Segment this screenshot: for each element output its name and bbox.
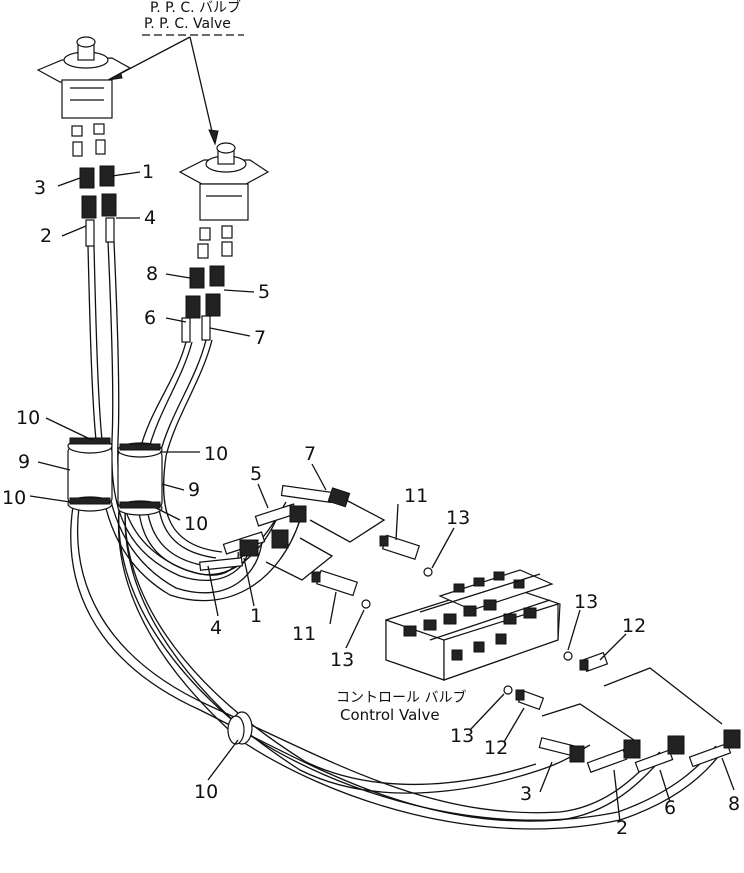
callout-3-low: 3 xyxy=(520,783,532,805)
bracket-12-right xyxy=(603,667,723,725)
callout-10-e: 10 xyxy=(194,781,218,803)
bracket-12-lower xyxy=(541,703,635,741)
callout-8-mid: 8 xyxy=(146,263,158,285)
callout-13-c: 13 xyxy=(574,591,598,613)
callout-4-top: 4 xyxy=(144,207,156,229)
callout-13-d: 13 xyxy=(450,725,474,747)
callout-numbers: 1 3 2 4 8 5 6 7 10 9 10 10 9 10 7 5 11 1… xyxy=(2,161,740,839)
ppc-leader-right xyxy=(189,36,215,141)
upper-hose-ends xyxy=(199,484,351,571)
callout-11-b: 11 xyxy=(292,623,316,645)
adapter-11-upper xyxy=(379,534,421,560)
callout-1-low: 1 xyxy=(250,605,262,627)
callout-4-low: 4 xyxy=(210,617,222,639)
callout-1-top: 1 xyxy=(142,161,154,183)
callout-6-mid: 6 xyxy=(144,307,156,329)
control-valve-block xyxy=(385,569,561,681)
callout-3-top: 3 xyxy=(34,177,46,199)
callout-12-b: 12 xyxy=(484,737,508,759)
callout-11-a: 11 xyxy=(404,485,428,507)
callout-7-mid: 7 xyxy=(254,327,266,349)
callout-13-b: 13 xyxy=(330,649,354,671)
callout-5-mid: 5 xyxy=(258,281,270,303)
o-ring-13-d xyxy=(503,685,513,695)
hose-bundle xyxy=(70,241,727,830)
callout-2-low: 2 xyxy=(616,817,628,839)
lower-hose-ends xyxy=(538,729,741,773)
callout-12-a: 12 xyxy=(622,615,646,637)
callout-leaders xyxy=(29,171,735,823)
callout-2-left: 2 xyxy=(40,225,52,247)
callout-9-left: 9 xyxy=(18,451,30,473)
hose-clamp-bottom xyxy=(227,711,253,745)
callout-6-low: 6 xyxy=(664,797,676,819)
ppc-right-fittings xyxy=(181,225,233,343)
callout-13-a: 13 xyxy=(446,507,470,529)
callout-10-d: 10 xyxy=(184,513,208,535)
ppc-leader-right-arrow xyxy=(208,129,219,146)
callout-10-c: 10 xyxy=(204,443,228,465)
hose-sleeve-left xyxy=(67,437,113,512)
control-valve-jp-label: コントロール バルブ xyxy=(336,689,466,706)
o-ring-13-a xyxy=(423,567,433,577)
fitting-12-lower xyxy=(515,689,545,711)
hose-sleeve-right xyxy=(117,442,163,516)
fitting-12-right xyxy=(579,651,609,673)
callout-5-low: 5 xyxy=(250,463,262,485)
o-ring-13-c xyxy=(563,651,573,661)
callout-10-b: 10 xyxy=(2,487,26,509)
control-valve-en-label: Control Valve xyxy=(340,706,440,724)
ppc-valve-en-label: P. P. C. Valve xyxy=(144,16,231,32)
bracket-lower xyxy=(265,537,334,581)
ppc-valve-jp-label: P. P. C. バルブ xyxy=(150,0,241,16)
callout-8-low: 8 xyxy=(728,793,740,815)
adapter-11-lower xyxy=(311,569,358,597)
callout-10-a: 10 xyxy=(16,407,40,429)
ppc-valve-left xyxy=(36,36,132,119)
o-ring-13-b xyxy=(361,599,371,609)
ppc-valve-right xyxy=(178,142,270,221)
callout-7-low: 7 xyxy=(304,443,316,465)
callout-9-right: 9 xyxy=(188,479,200,501)
ppc-left-fittings xyxy=(71,123,117,247)
bracket-upper xyxy=(309,499,386,543)
